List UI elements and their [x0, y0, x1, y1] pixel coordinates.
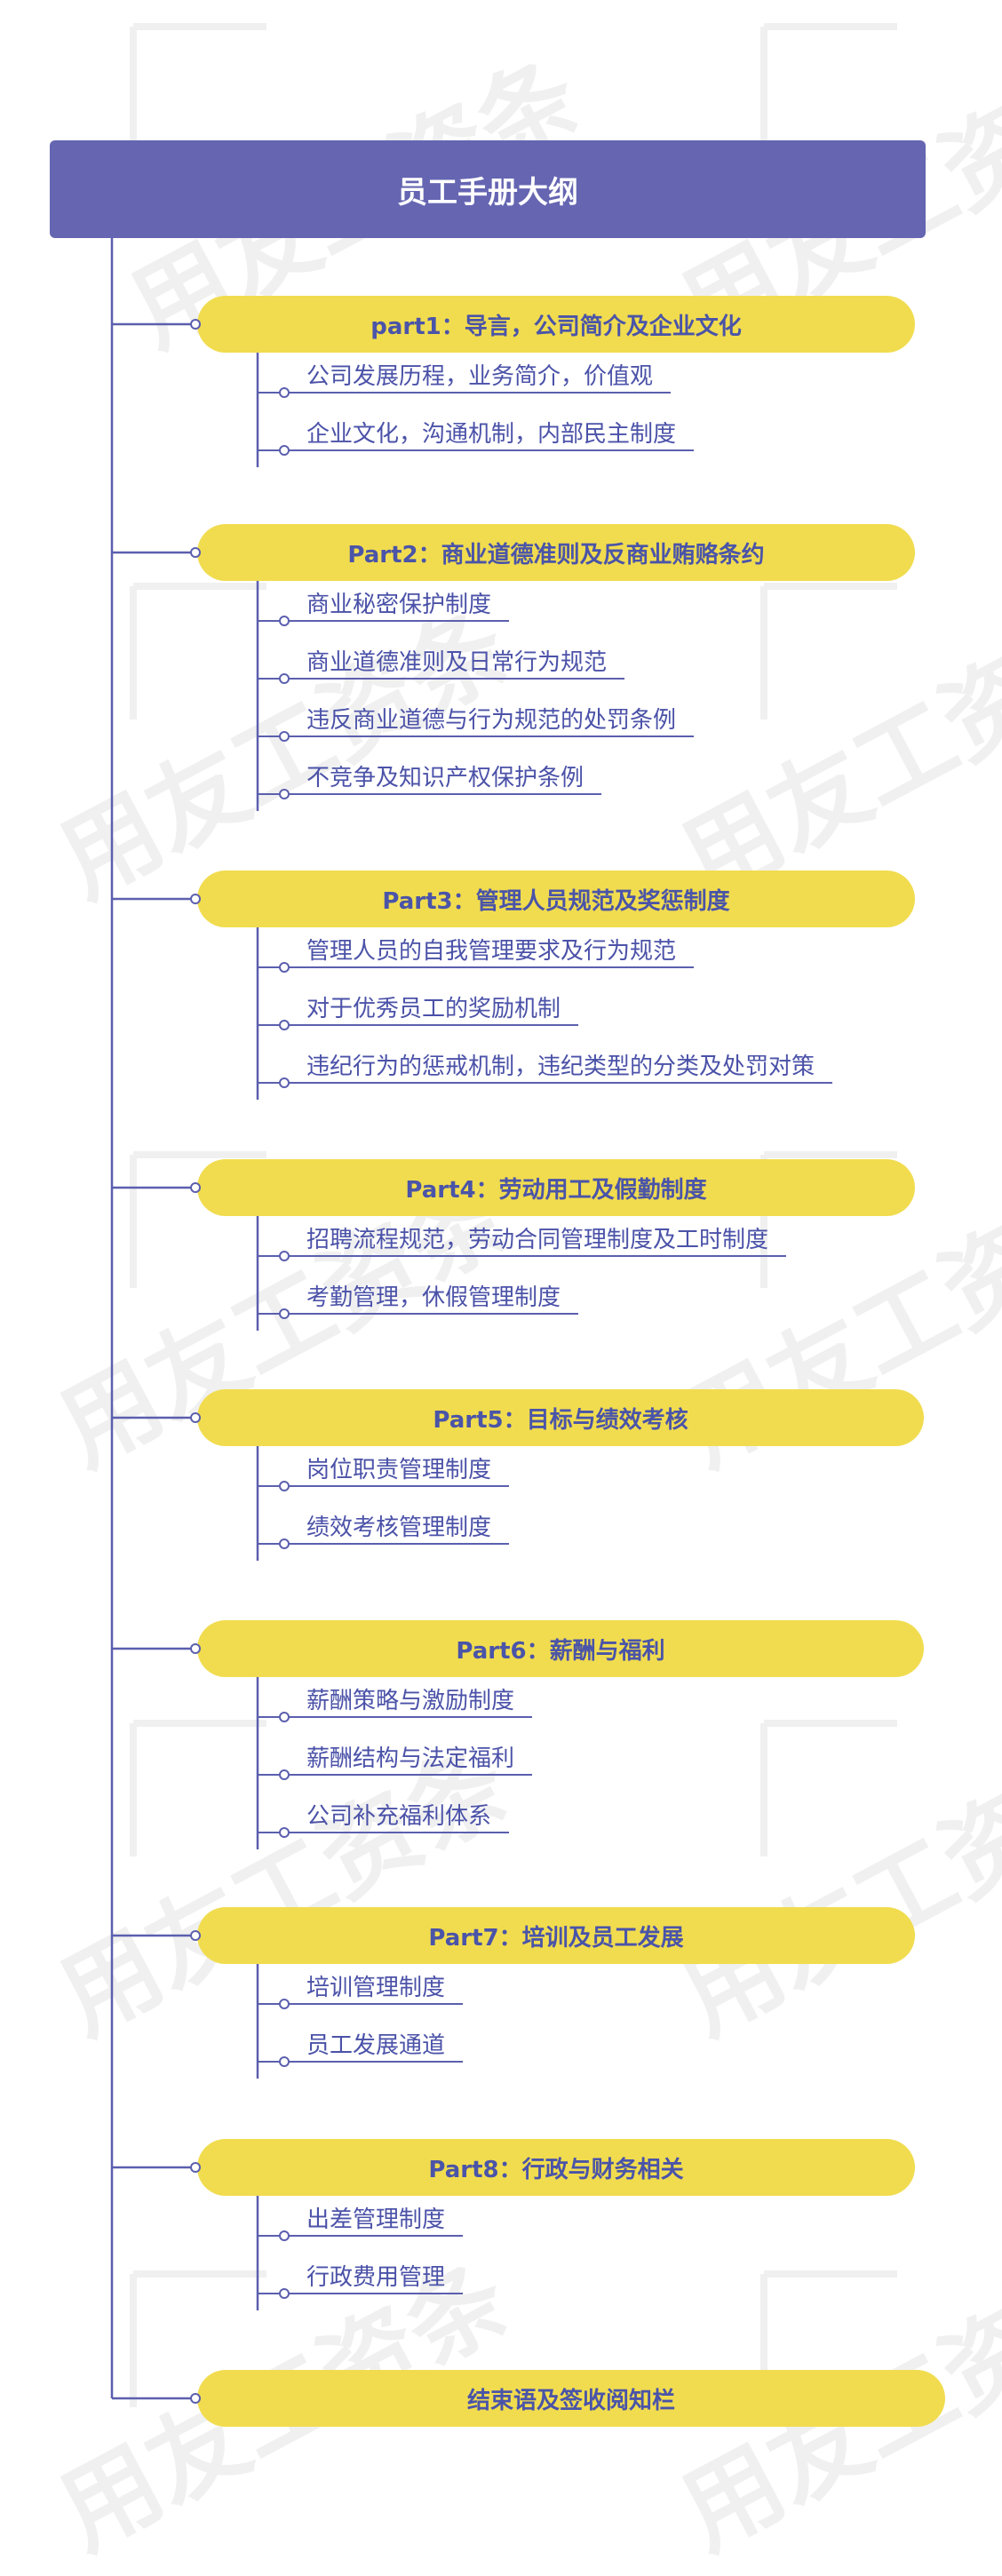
item-underline — [258, 966, 695, 968]
outline-item: 薪酬策略与激励制度 — [306, 1688, 515, 1714]
item-node-dot — [279, 2056, 290, 2067]
section-heading-6: Part6：薪酬与福利 — [197, 1620, 924, 1677]
branch-node-dot — [190, 1412, 201, 1423]
outline-item: 违反商业道德与行为规范的处罚条例 — [306, 707, 677, 734]
item-node-dot — [279, 1251, 290, 1261]
item-underline — [258, 1774, 533, 1776]
outline-item: 对于优秀员工的奖励机制 — [306, 996, 561, 1022]
item-node-dot — [279, 2288, 290, 2299]
outline-item: 违纪行为的惩戒机制，违纪类型的分类及处罚对策 — [306, 1053, 815, 1080]
outline-item: 薪酬结构与法定福利 — [306, 1745, 515, 1772]
branch-node-dot — [190, 1930, 201, 1941]
item-underline — [258, 1543, 510, 1545]
outline-item: 企业文化，沟通机制，内部民主制度 — [306, 421, 677, 448]
item-node-dot — [279, 789, 290, 799]
item-underline — [258, 449, 695, 451]
item-node-dot — [279, 962, 290, 973]
outline-item: 岗位职责管理制度 — [306, 1457, 492, 1483]
item-underline — [258, 735, 695, 737]
branch-node-dot — [190, 894, 201, 904]
item-underline — [258, 2003, 464, 2005]
item-underline — [258, 1485, 510, 1487]
branch-node-dot — [190, 319, 201, 330]
outline-item: 员工发展通道 — [306, 2032, 446, 2059]
item-node-dot — [279, 1999, 290, 2009]
item-node-dot — [279, 731, 290, 742]
section-heading-2: Part2：商业道德准则及反商业贿赂条约 — [197, 524, 915, 581]
outline-connector-lines — [110, 238, 259, 2400]
item-underline — [258, 1255, 787, 1257]
item-node-dot — [279, 445, 290, 456]
outline-item: 不竞争及知识产权保护条例 — [306, 765, 584, 791]
outline-item: 绩效考核管理制度 — [306, 1515, 492, 1541]
outline-item: 考勤管理，休假管理制度 — [306, 1284, 561, 1311]
item-underline — [258, 793, 602, 795]
outline-item: 商业秘密保护制度 — [306, 592, 492, 618]
section-heading-1: part1：导言，公司简介及企业文化 — [197, 296, 915, 353]
branch-node-dot — [190, 2393, 201, 2404]
item-underline — [258, 392, 672, 394]
section-heading-3: Part3：管理人员规范及奖惩制度 — [197, 871, 915, 927]
branch-node-dot — [190, 1643, 201, 1654]
item-node-dot — [279, 1308, 290, 1319]
section-heading-9: 结束语及签收阅知栏 — [197, 2370, 945, 2427]
section-heading-7: Part7：培训及员工发展 — [197, 1907, 915, 1964]
branch-node-dot — [190, 547, 201, 558]
outline-item: 公司补充福利体系 — [306, 1803, 492, 1830]
item-node-dot — [279, 1481, 290, 1491]
item-node-dot — [279, 1077, 290, 1088]
item-underline — [258, 2061, 464, 2063]
outline-item: 管理人员的自我管理要求及行为规范 — [306, 938, 677, 965]
item-underline — [258, 620, 510, 622]
item-node-dot — [279, 1538, 290, 1549]
outline-title: 员工手册大纲 — [50, 140, 926, 238]
section-heading-5: Part5：目标与绩效考核 — [197, 1389, 924, 1446]
section-heading-4: Part4：劳动用工及假勤制度 — [197, 1159, 915, 1216]
outline-item: 公司发展历程，业务简介，价值观 — [306, 363, 654, 390]
item-node-dot — [279, 616, 290, 626]
item-node-dot — [279, 1827, 290, 1838]
item-node-dot — [279, 1712, 290, 1722]
branch-node-dot — [190, 1182, 201, 1193]
item-underline — [258, 2235, 464, 2237]
item-underline — [258, 2293, 464, 2294]
item-node-dot — [279, 1020, 290, 1030]
outline-item: 行政费用管理 — [306, 2264, 446, 2291]
section-heading-8: Part8：行政与财务相关 — [197, 2139, 915, 2196]
branch-node-dot — [190, 2162, 201, 2173]
item-underline — [258, 1024, 579, 1026]
outline-item: 招聘流程规范，劳动合同管理制度及工时制度 — [306, 1227, 769, 1253]
outline-item: 商业道德准则及日常行为规范 — [306, 649, 608, 676]
item-node-dot — [279, 387, 290, 398]
item-node-dot — [279, 2230, 290, 2241]
item-underline — [258, 1716, 533, 1718]
item-underline — [258, 1313, 579, 1315]
item-node-dot — [279, 1769, 290, 1780]
outline-item: 培训管理制度 — [306, 1975, 446, 2001]
item-underline — [258, 678, 625, 680]
outline-item: 出差管理制度 — [306, 2206, 446, 2233]
item-underline — [258, 1832, 510, 1833]
item-underline — [258, 1082, 833, 1084]
item-node-dot — [279, 673, 290, 684]
